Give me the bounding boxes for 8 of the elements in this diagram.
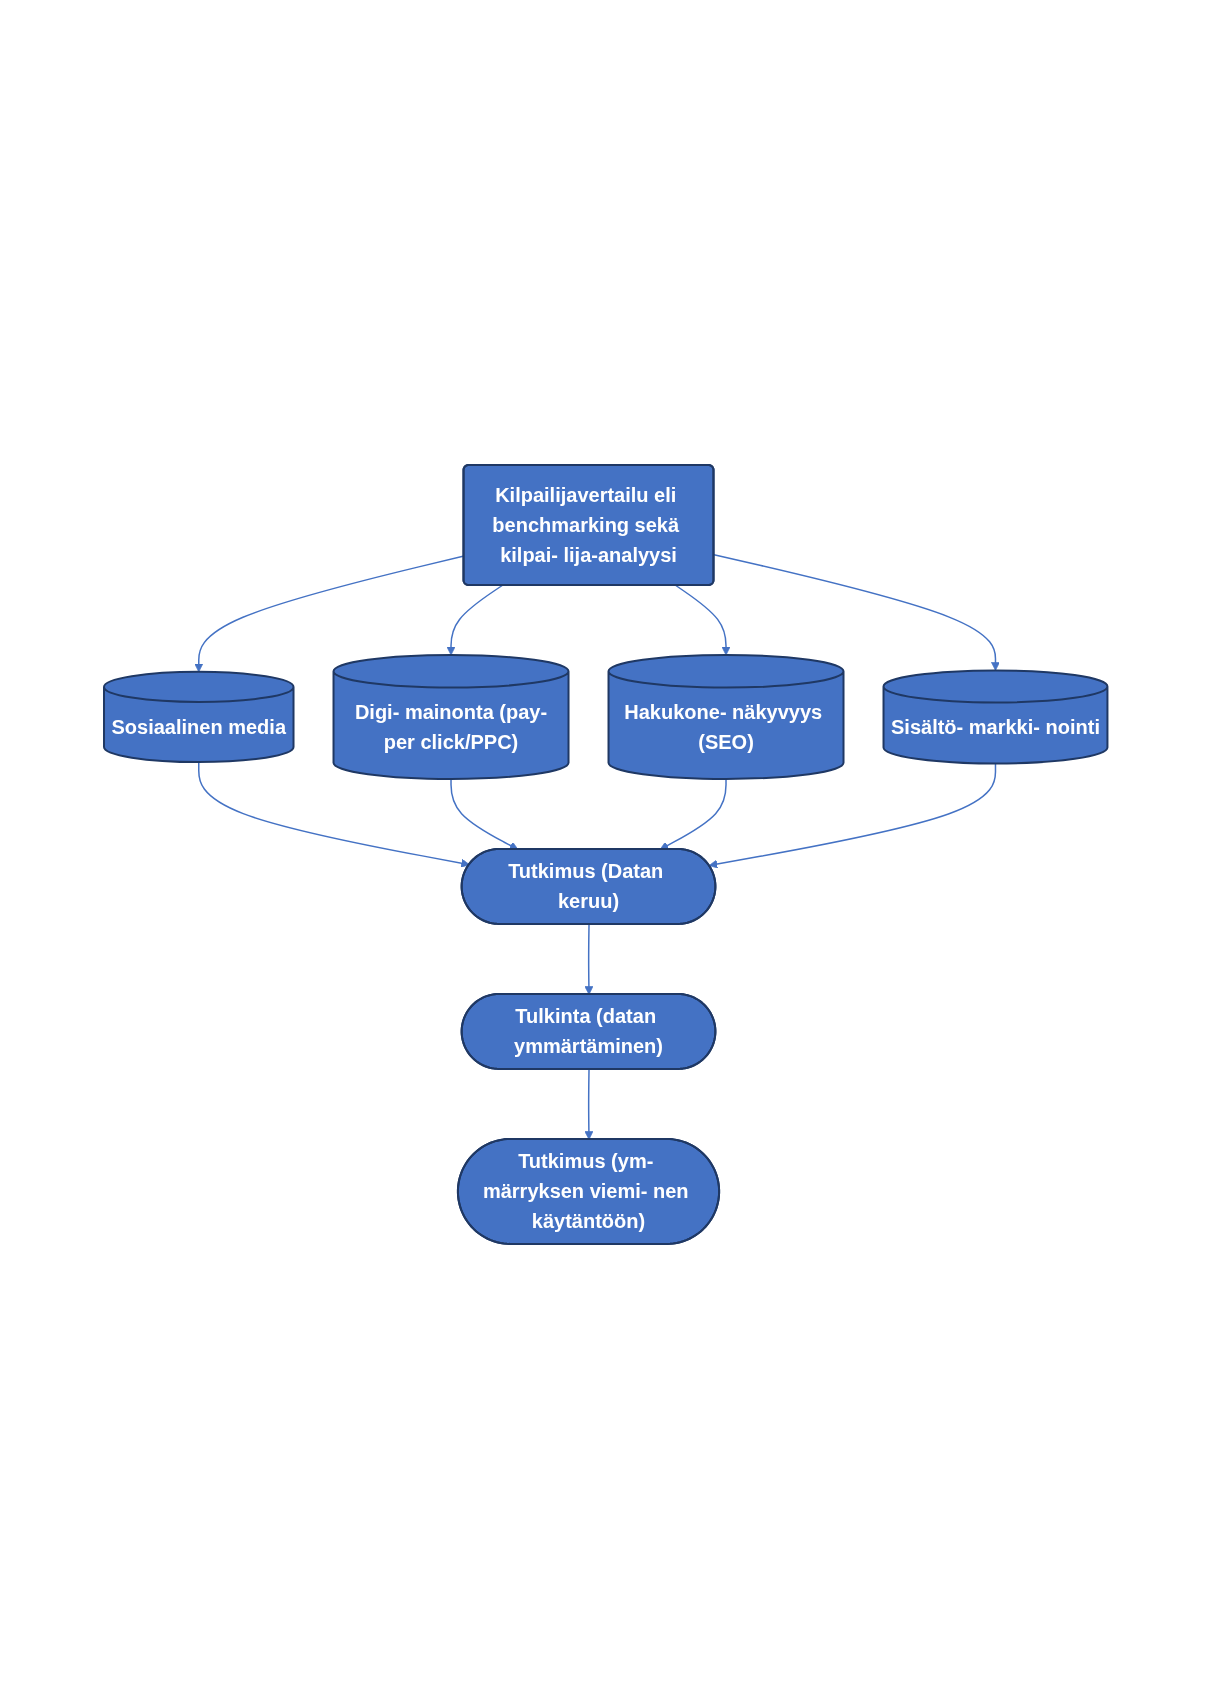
arrow	[584, 1068, 594, 1140]
arrow	[450, 777, 519, 850]
arrow	[660, 777, 728, 850]
arrow	[584, 923, 594, 995]
arrow	[713, 553, 1001, 671]
arrow	[709, 762, 997, 868]
arrow	[675, 584, 731, 655]
arrow	[446, 584, 504, 655]
